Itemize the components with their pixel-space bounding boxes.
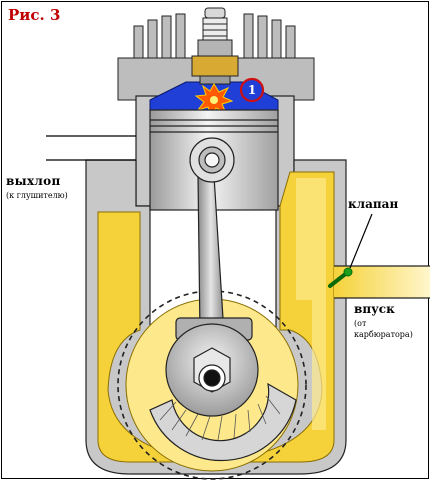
crankshaft-flywheel bbox=[149, 323, 297, 462]
explosion-icon bbox=[194, 83, 234, 118]
reed-valve-icon bbox=[328, 267, 353, 288]
intake-note-line2: карбюратора) bbox=[354, 330, 413, 339]
spark-plug bbox=[191, 7, 239, 85]
valve-label: клапан bbox=[348, 197, 399, 211]
exhaust-label: выхлоп bbox=[6, 174, 61, 188]
marker-number: 1 bbox=[247, 83, 257, 97]
valve-pointer-line bbox=[349, 213, 373, 269]
intake-note-line1: (от bbox=[354, 319, 367, 328]
marker-ring bbox=[239, 77, 265, 103]
intake-label: впуск bbox=[354, 302, 395, 316]
figure-title: Рис. 3 bbox=[8, 6, 61, 24]
connecting-rod bbox=[175, 137, 253, 341]
exhaust-note: (к глушителю) bbox=[6, 191, 68, 200]
exhaust-port-lines bbox=[46, 135, 136, 161]
transfer-port bbox=[296, 178, 326, 430]
